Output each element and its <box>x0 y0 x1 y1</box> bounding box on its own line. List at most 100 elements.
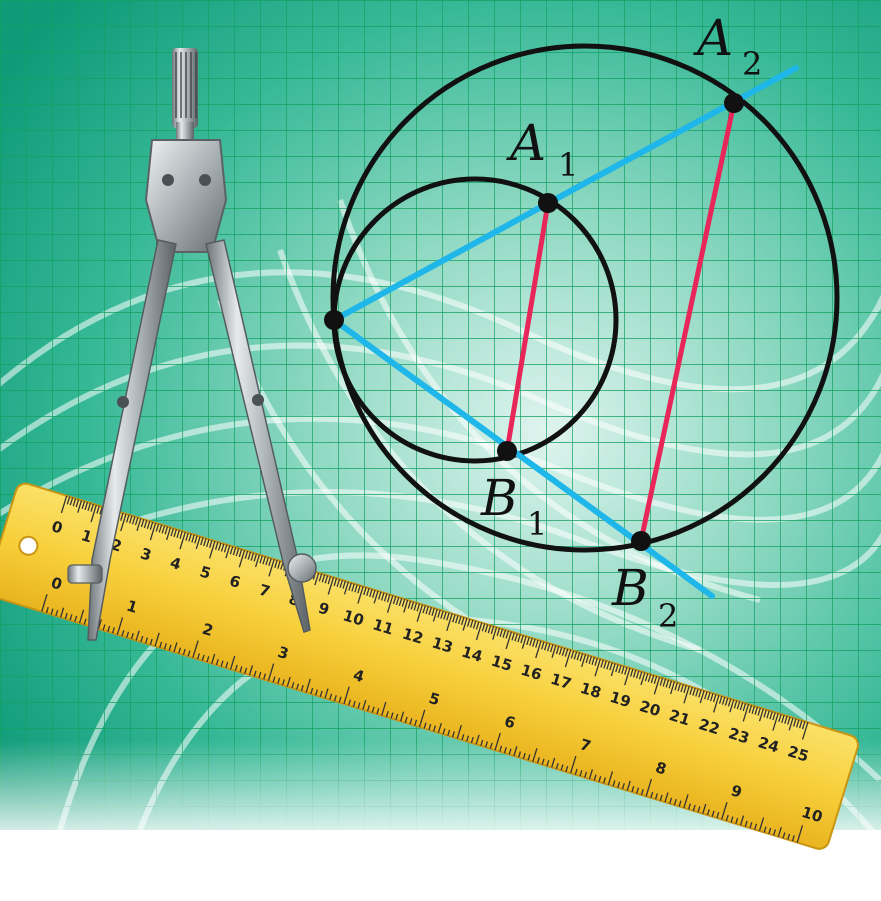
svg-text:A: A <box>693 9 733 67</box>
ruler-tick <box>386 595 394 613</box>
ruler-inch-label: 0 <box>49 574 64 594</box>
ruler-tick <box>203 538 207 547</box>
ruler-tick <box>363 587 367 596</box>
ruler-tick <box>475 622 483 641</box>
ruler-inch-label: 10 <box>799 803 824 826</box>
ruler-tick <box>654 793 658 800</box>
ruler-tick <box>414 719 418 726</box>
ruler-tick <box>373 590 379 604</box>
ruler-tick <box>707 692 711 701</box>
ruler-tick <box>343 686 350 705</box>
ruler-tick <box>677 683 681 692</box>
ruler-tick <box>673 799 677 806</box>
ruler-cm-label: 18 <box>578 679 603 702</box>
ruler-tick <box>75 499 80 508</box>
ruler-tick <box>239 666 243 673</box>
ruler-tick <box>526 636 530 646</box>
ruler-tick <box>333 695 337 702</box>
ruler-tick <box>609 662 613 671</box>
ruler-cm-label: 14 <box>459 643 484 666</box>
ruler-tick <box>659 794 663 801</box>
ruler-tick <box>742 704 750 722</box>
ruler-tick <box>386 594 391 603</box>
ruler-tick <box>329 693 333 700</box>
ruler-tick <box>191 534 195 543</box>
ruler-tick <box>146 520 151 529</box>
ray-b <box>331 317 715 599</box>
ruler-tick <box>291 682 295 689</box>
ruler-tick <box>258 672 262 679</box>
ruler-tick <box>462 617 468 631</box>
ruler-tick <box>607 771 614 785</box>
ruler-tick <box>176 530 180 539</box>
ruler-cm-label: 23 <box>726 724 751 747</box>
ruler-tick <box>640 672 646 686</box>
ruler-tick <box>600 659 604 668</box>
ruler-tick <box>314 572 320 586</box>
ruler-tick <box>754 706 759 715</box>
ruler-tick <box>395 713 399 720</box>
ruler-tick <box>644 673 649 682</box>
ruler-tick <box>713 694 720 713</box>
ruler-tick <box>277 560 281 569</box>
ruler-tick <box>300 685 304 692</box>
ruler-inch-label: 1 <box>124 597 139 617</box>
ruler-tick <box>390 712 394 719</box>
ruler-tick <box>413 602 418 611</box>
ruler-tick <box>456 724 462 739</box>
ruler-tick <box>262 556 266 565</box>
ruler-tick <box>793 718 797 727</box>
ruler-tick <box>668 680 673 689</box>
ruler-tick <box>461 734 465 741</box>
ruler-tick <box>398 597 403 607</box>
ruler-tick <box>254 554 261 568</box>
ruler-tick <box>739 702 744 711</box>
ruler-tick <box>647 674 652 683</box>
ruler-tick <box>437 609 441 618</box>
ruler-tick <box>768 827 772 835</box>
ruler-tick <box>77 500 83 513</box>
ruler-tick <box>665 679 670 688</box>
ruler-tick <box>640 788 644 796</box>
ruler-tick <box>499 745 503 752</box>
ruler-tick <box>440 610 444 619</box>
ruler-tick <box>134 517 139 526</box>
ruler-tick <box>410 601 415 610</box>
ruler-tick <box>443 611 447 620</box>
ruler-tick <box>336 578 341 587</box>
ruler-tick <box>99 506 103 515</box>
ruler-tick <box>712 694 717 703</box>
ruler-tick <box>343 581 349 595</box>
ruler-tick <box>612 780 616 787</box>
ruler-tick <box>235 548 240 557</box>
ruler-inch-label: 3 <box>276 643 291 663</box>
ruler-tick <box>702 803 707 814</box>
ruler-tick <box>41 594 48 612</box>
ruler-tick <box>447 729 451 736</box>
ruler-tick <box>532 748 538 762</box>
ruler-tick <box>778 714 782 723</box>
ruler-tick <box>265 557 269 566</box>
ruler-tick <box>395 597 400 606</box>
ruler-tick <box>564 649 572 668</box>
ruler-cm-labels: 0123456789101112131415161718192021222324… <box>49 517 810 765</box>
ruler-tick <box>508 748 512 755</box>
ruler-tick <box>372 589 376 598</box>
ruler-tick <box>173 642 178 653</box>
ruler-tick <box>754 823 758 830</box>
ruler-tick <box>772 713 779 731</box>
ruler-tick <box>149 638 153 645</box>
ruler-cm-label: 11 <box>371 615 396 638</box>
ruler-tick <box>87 502 92 511</box>
ruler-tick <box>475 621 480 630</box>
ruler-tick <box>220 660 224 667</box>
point-vertex <box>324 310 344 330</box>
ruler-tick <box>632 669 637 678</box>
ruler-tick <box>769 711 773 720</box>
ruler-tick <box>416 604 424 622</box>
ruler-tick <box>179 531 186 550</box>
ruler-cm-label: 13 <box>430 633 455 656</box>
ruler-tick <box>683 794 689 809</box>
ruler-tick <box>229 546 234 555</box>
ruler-tick <box>514 633 518 642</box>
